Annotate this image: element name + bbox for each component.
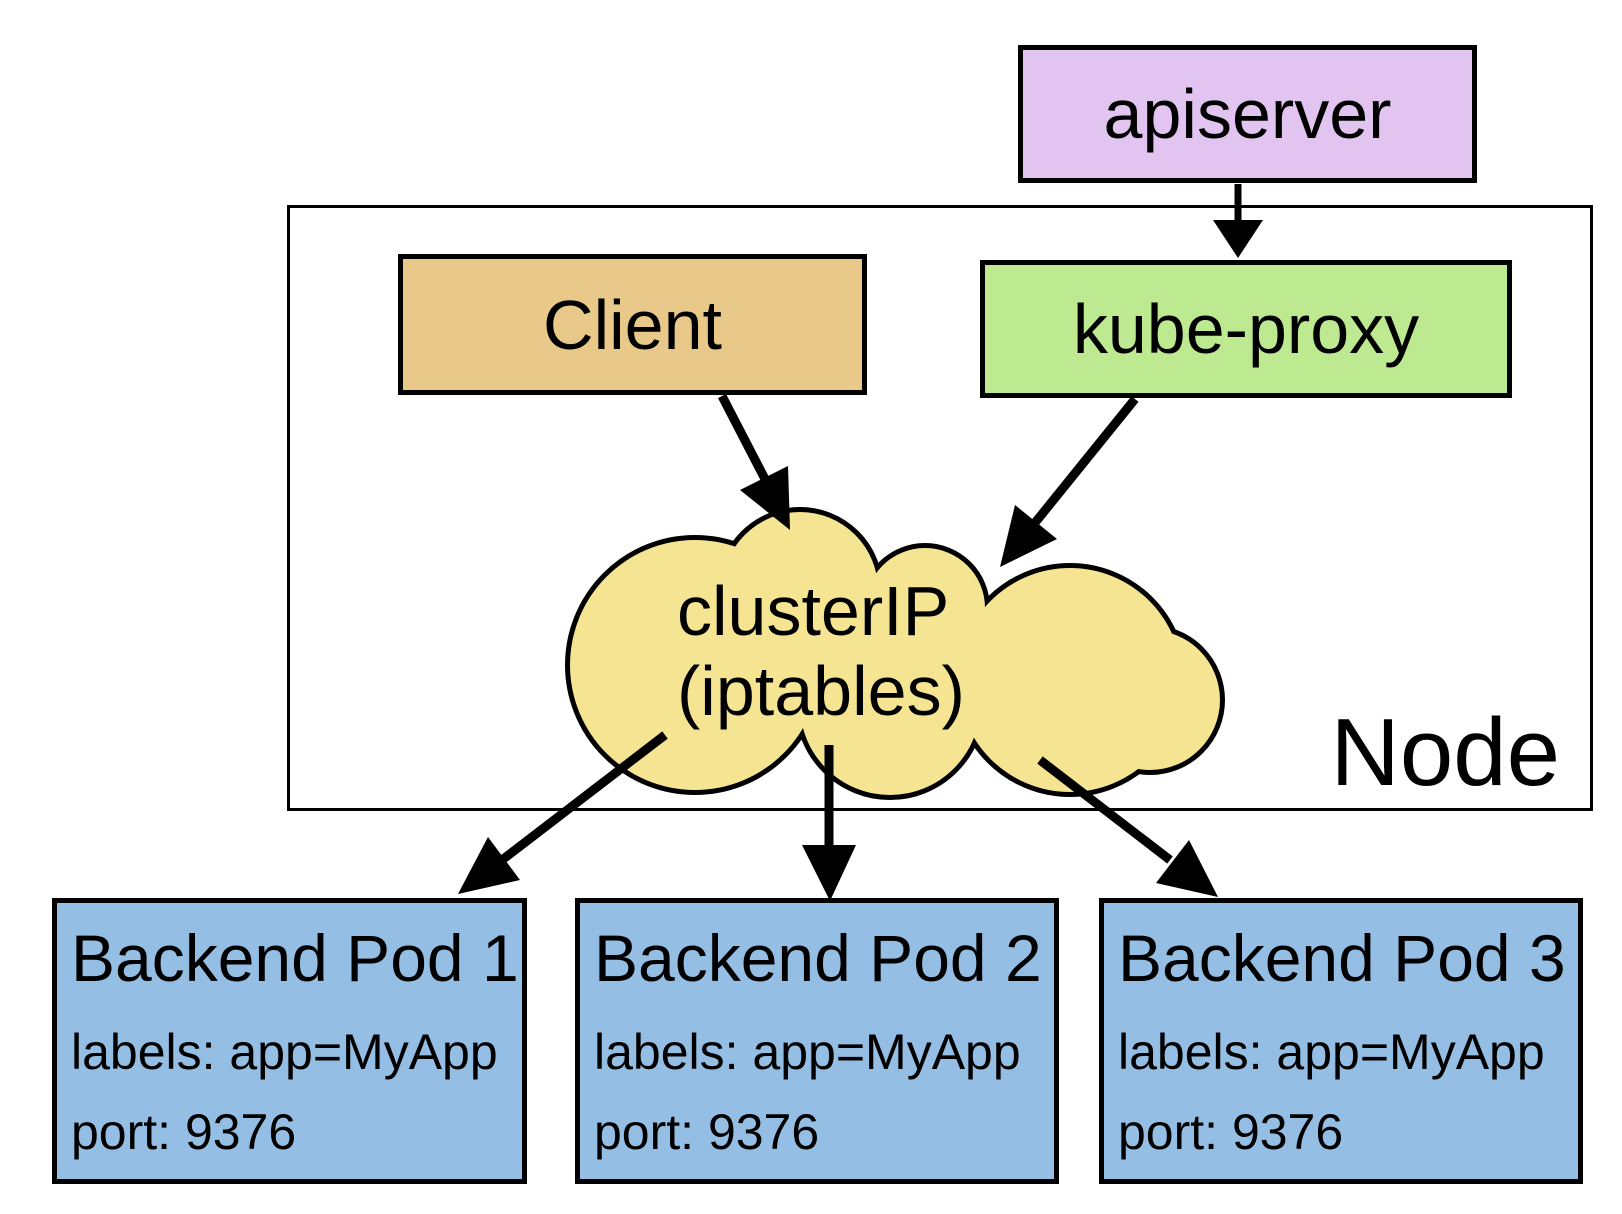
backend-pod-1-box: Backend Pod 1 labels: app=MyApp port: 93… [52, 898, 527, 1184]
backend-pod-2-title: Backend Pod 2 [594, 921, 1042, 995]
client-box: Client [398, 254, 867, 395]
arrow-kube-proxy-to-cluster-ip [1000, 396, 1139, 567]
client-label: Client [543, 285, 722, 364]
backend-pod-1-title: Backend Pod 1 [71, 921, 519, 995]
arrow-cluster-ip-to-pod2 [802, 745, 856, 901]
apiserver-label: apiserver [1103, 75, 1392, 153]
apiserver-box: apiserver [1018, 45, 1477, 183]
backend-pod-1-port: port: 9376 [71, 1104, 297, 1160]
kube-proxy-box: kube-proxy [980, 260, 1512, 398]
backend-pod-2-labels: labels: app=MyApp [594, 1024, 1021, 1080]
cluster-ip-label-line1: clusterIP [677, 572, 949, 650]
arrow-cluster-ip-to-pod3 [1037, 756, 1218, 897]
backend-pod-2-box: Backend Pod 2 labels: app=MyApp port: 93… [575, 898, 1059, 1184]
backend-pod-3-title: Backend Pod 3 [1118, 921, 1566, 995]
backend-pod-3-box: Backend Pod 3 labels: app=MyApp port: 93… [1099, 898, 1583, 1184]
cluster-ip-cloud: clusterIP (iptables) [565, 507, 1225, 800]
kube-proxy-label: kube-proxy [1072, 290, 1420, 368]
backend-pod-1-labels: labels: app=MyApp [71, 1024, 498, 1080]
backend-pod-2-port: port: 9376 [594, 1104, 820, 1160]
backend-pod-3-labels: labels: app=MyApp [1118, 1024, 1545, 1080]
arrow-cluster-ip-to-pod1 [458, 731, 668, 894]
arrow-client-to-cluster-ip [718, 393, 790, 530]
arrow-apiserver-to-kube-proxy [1213, 184, 1263, 258]
backend-pod-3-port: port: 9376 [1118, 1104, 1344, 1160]
node-label: Node [1330, 699, 1561, 807]
cluster-ip-label-line2: (iptables) [677, 652, 965, 730]
